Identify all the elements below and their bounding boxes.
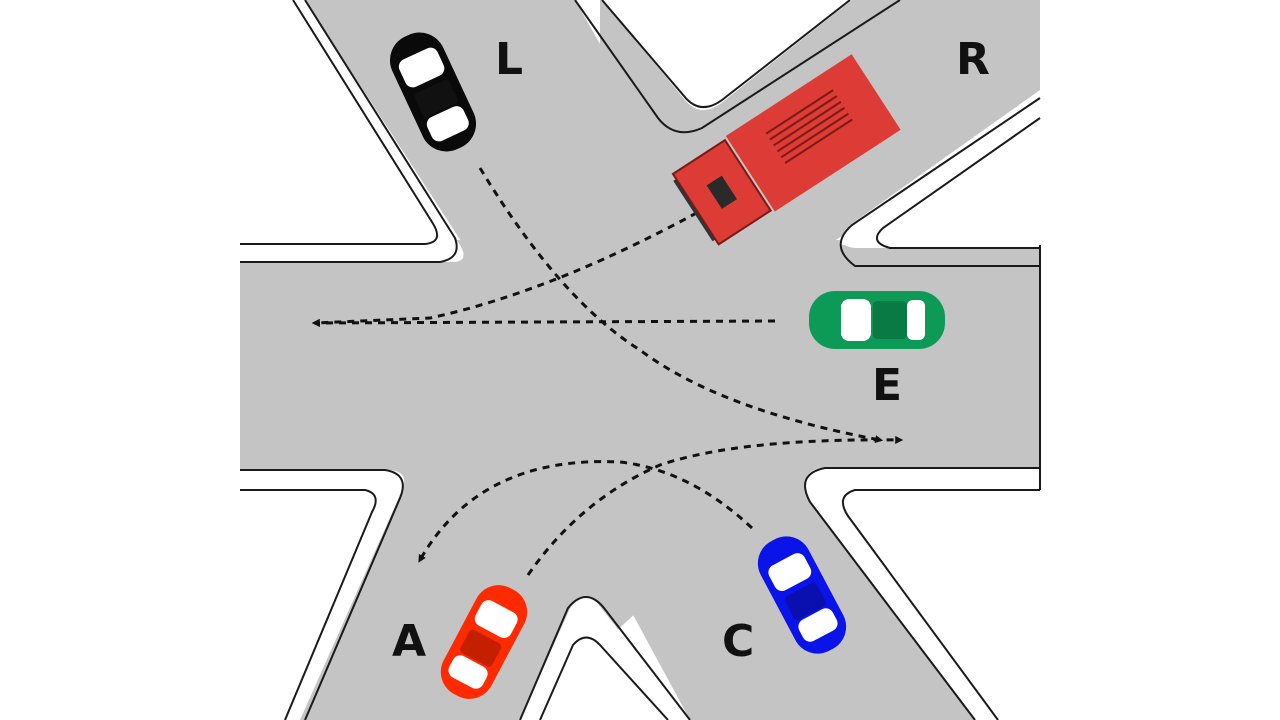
path-c-to-a [418,460,754,563]
path-r-to-west [311,198,721,327]
black-car [389,32,477,152]
red-car [440,585,528,699]
path-e-to-west [311,318,776,327]
label-e: E [872,360,902,411]
green-car [809,291,945,349]
blue-car [757,536,847,654]
label-a: A [392,616,426,667]
red-truck [671,54,901,246]
path-l-to-e [478,167,884,444]
curbs [240,0,1041,720]
vehicle-paths [311,167,904,576]
position-labels: L R E A C [392,34,990,667]
label-r: R [956,34,990,85]
label-c: C [722,616,754,667]
label-l: L [495,34,523,85]
path-a-to-e [526,435,904,576]
